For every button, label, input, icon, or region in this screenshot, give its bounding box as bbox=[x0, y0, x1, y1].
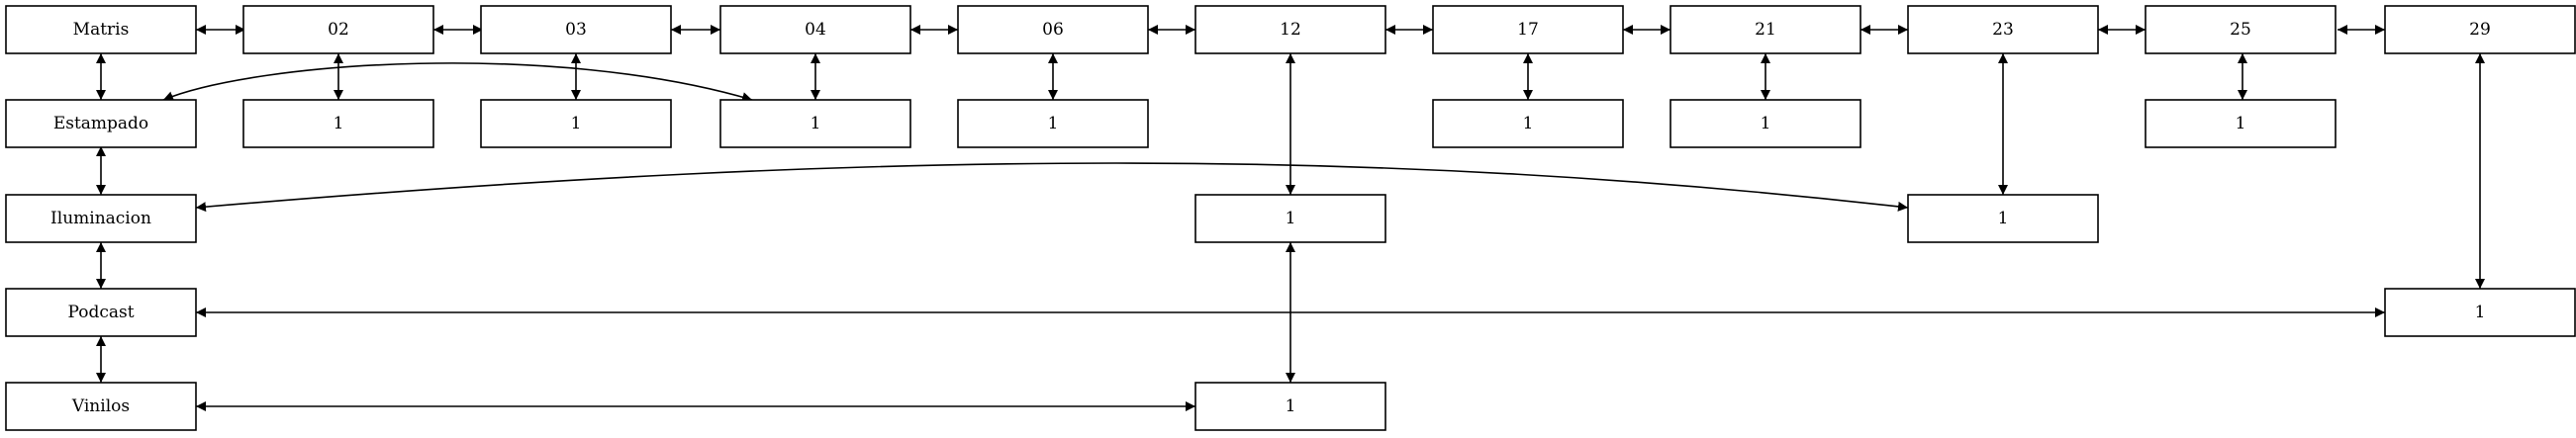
node-17-count: 1 bbox=[1432, 99, 1624, 148]
node-29-count: 1 bbox=[2384, 288, 2576, 337]
node-25-label: 25 bbox=[2230, 20, 2251, 40]
node-29-count-label: 1 bbox=[2475, 303, 2486, 322]
node-12-count-b-label: 1 bbox=[1286, 396, 1296, 416]
node-29-label: 29 bbox=[2469, 20, 2491, 40]
node-12-label: 12 bbox=[1280, 20, 1301, 40]
node-vinilos: Vinilos bbox=[5, 382, 197, 431]
node-23-count-label: 1 bbox=[1998, 209, 2009, 228]
node-06: 06 bbox=[957, 5, 1149, 54]
node-12-count-a: 1 bbox=[1194, 194, 1386, 243]
node-21-count: 1 bbox=[1670, 99, 1861, 148]
node-02: 02 bbox=[242, 5, 434, 54]
node-04-count: 1 bbox=[719, 99, 911, 148]
node-02-count-label: 1 bbox=[334, 114, 344, 133]
node-17-count-label: 1 bbox=[1523, 114, 1534, 133]
node-23-count: 1 bbox=[1907, 194, 2099, 243]
node-17-label: 17 bbox=[1517, 20, 1539, 40]
node-25: 25 bbox=[2145, 5, 2337, 54]
node-estampado-label: Estampado bbox=[53, 114, 148, 133]
node-podcast: Podcast bbox=[5, 288, 197, 337]
node-23: 23 bbox=[1907, 5, 2099, 54]
node-25-count: 1 bbox=[2145, 99, 2337, 148]
node-12: 12 bbox=[1194, 5, 1386, 54]
node-06-count-label: 1 bbox=[1048, 114, 1059, 133]
node-12-count-b: 1 bbox=[1194, 382, 1386, 431]
node-03-count: 1 bbox=[480, 99, 672, 148]
edge-iluminacion-23-count bbox=[195, 162, 1909, 213]
node-03: 03 bbox=[480, 5, 672, 54]
node-23-label: 23 bbox=[1992, 20, 2014, 40]
node-21-label: 21 bbox=[1755, 20, 1776, 40]
node-04-count-label: 1 bbox=[811, 114, 821, 133]
node-podcast-label: Podcast bbox=[67, 303, 134, 322]
node-06-label: 06 bbox=[1042, 20, 1064, 40]
node-04-label: 04 bbox=[805, 20, 826, 40]
edge-estampado-04-count bbox=[162, 62, 753, 102]
node-iluminacion: Iluminacion bbox=[5, 194, 197, 243]
node-estampado: Estampado bbox=[5, 99, 197, 148]
node-03-label: 03 bbox=[565, 20, 587, 40]
node-04: 04 bbox=[719, 5, 911, 54]
node-vinilos-label: Vinilos bbox=[71, 396, 130, 416]
node-02-label: 02 bbox=[328, 20, 349, 40]
node-12-count-a-label: 1 bbox=[1286, 209, 1296, 228]
node-21-count-label: 1 bbox=[1761, 114, 1771, 133]
node-06-count: 1 bbox=[957, 99, 1149, 148]
node-29: 29 bbox=[2384, 5, 2576, 54]
node-25-count-label: 1 bbox=[2236, 114, 2246, 133]
node-03-count-label: 1 bbox=[571, 114, 582, 133]
node-iluminacion-label: Iluminacion bbox=[50, 209, 151, 228]
node-17: 17 bbox=[1432, 5, 1624, 54]
node-matris-label: Matris bbox=[73, 20, 130, 40]
node-21: 21 bbox=[1670, 5, 1861, 54]
node-02-count: 1 bbox=[242, 99, 434, 148]
node-matris: Matris bbox=[5, 5, 197, 54]
